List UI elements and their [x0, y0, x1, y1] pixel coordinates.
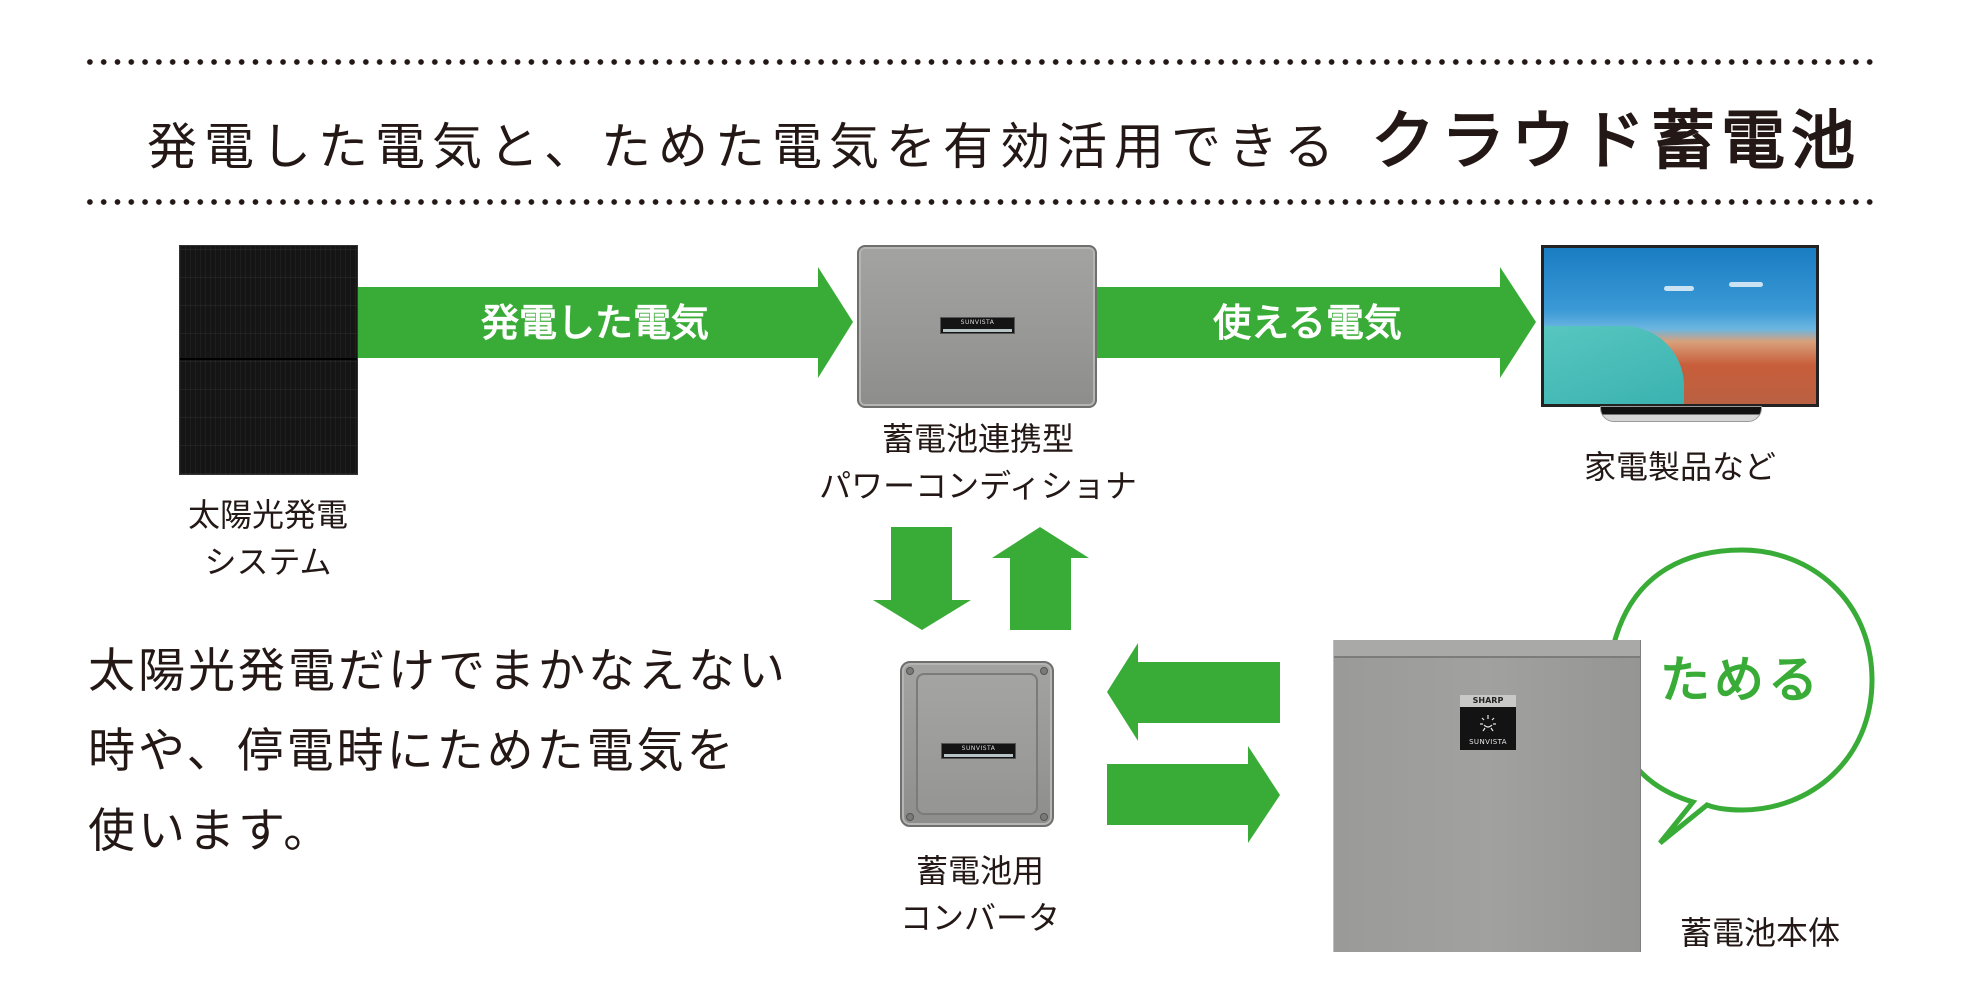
solar-label: 太陽光発電 システム	[148, 492, 388, 586]
title-emphasis-text: クラウド蓄電池	[1371, 104, 1861, 179]
sun-logo-icon	[1480, 715, 1496, 732]
inverter-badge: SUNVISTA	[940, 317, 1015, 334]
inverter-label-line-2: パワーコンディショナ	[819, 467, 1137, 505]
battery-label: 蓄電池本体	[1650, 910, 1870, 957]
arrow-down-to-converter	[873, 527, 971, 630]
converter-label-line-1: 蓄電池用	[915, 852, 1044, 890]
inverter-badge-text: SUNVISTA	[960, 319, 995, 326]
title-main-text: 発電した電気と、ためた電気を有効活用できる	[147, 118, 1341, 176]
screw-icon	[1040, 813, 1048, 821]
screw-icon	[906, 813, 914, 821]
arrow-usable-electricity	[1097, 267, 1536, 378]
arrow-generated-label: 発電した電気	[480, 301, 709, 345]
battery-badge: SUNVISTA	[1460, 707, 1516, 750]
solar-panel-divider	[180, 358, 357, 360]
arrow-generated-electricity	[358, 267, 853, 378]
inverter-label-line-1: 蓄電池連携型	[881, 420, 1074, 458]
battery-converter-icon: SUNVISTA	[900, 661, 1054, 827]
description-line-3: 使います。	[88, 804, 334, 859]
tv-cloud	[1664, 286, 1694, 291]
battery-label-line-1: 蓄電池本体	[1679, 914, 1840, 952]
battery-badge-text: SUNVISTA	[1469, 738, 1507, 746]
solar-label-line-2: システム	[204, 543, 332, 581]
converter-cover: SUNVISTA	[916, 673, 1038, 815]
battery-lid	[1334, 640, 1640, 658]
tv-cloud	[1729, 282, 1763, 287]
appliance-label: 家電製品など	[1540, 444, 1820, 491]
arrow-usable-label: 使える電気	[1213, 301, 1402, 345]
television-icon	[1541, 245, 1819, 407]
converter-badge: SUNVISTA	[941, 743, 1016, 759]
inverter-badge-strip	[943, 329, 1012, 332]
battery-brand: SHARP	[1460, 695, 1516, 707]
appliance-label-line-1: 家電製品など	[1583, 448, 1776, 486]
page-title: 発電した電気と、ためた電気を有効活用できる クラウド蓄電池	[147, 92, 1861, 182]
solar-label-line-1: 太陽光発電	[187, 496, 348, 534]
screw-icon	[1040, 667, 1048, 675]
converter-badge-strip	[944, 754, 1013, 757]
description-text: 太陽光発電だけでまかなえない 時や、停電時にためた電気を 使います。	[88, 632, 788, 872]
tv-sea	[1544, 326, 1684, 404]
top-dotted-divider	[83, 59, 1875, 65]
power-conditioner-icon: SUNVISTA	[857, 245, 1097, 408]
bubble-text: ためる	[1660, 651, 1822, 709]
converter-label-line-2: コンバータ	[899, 899, 1060, 937]
storage-battery-icon: SHARP SUNVISTA	[1333, 640, 1641, 952]
description-line-2: 時や、停電時にためた電気を	[88, 724, 737, 779]
bottom-dotted-divider	[83, 199, 1875, 205]
arrow-right-converter-to-battery	[1107, 746, 1280, 843]
converter-badge-text: SUNVISTA	[961, 745, 996, 752]
screw-icon	[906, 667, 914, 675]
solar-panel-icon	[179, 245, 358, 475]
arrow-up-from-converter	[992, 527, 1089, 630]
arrow-left-battery-to-converter	[1107, 643, 1280, 741]
television-stand	[1600, 406, 1762, 422]
inverter-label: 蓄電池連携型 パワーコンディショナ	[800, 416, 1156, 510]
description-line-1: 太陽光発電だけでまかなえない	[88, 644, 788, 699]
converter-label: 蓄電池用 コンバータ	[860, 848, 1100, 942]
